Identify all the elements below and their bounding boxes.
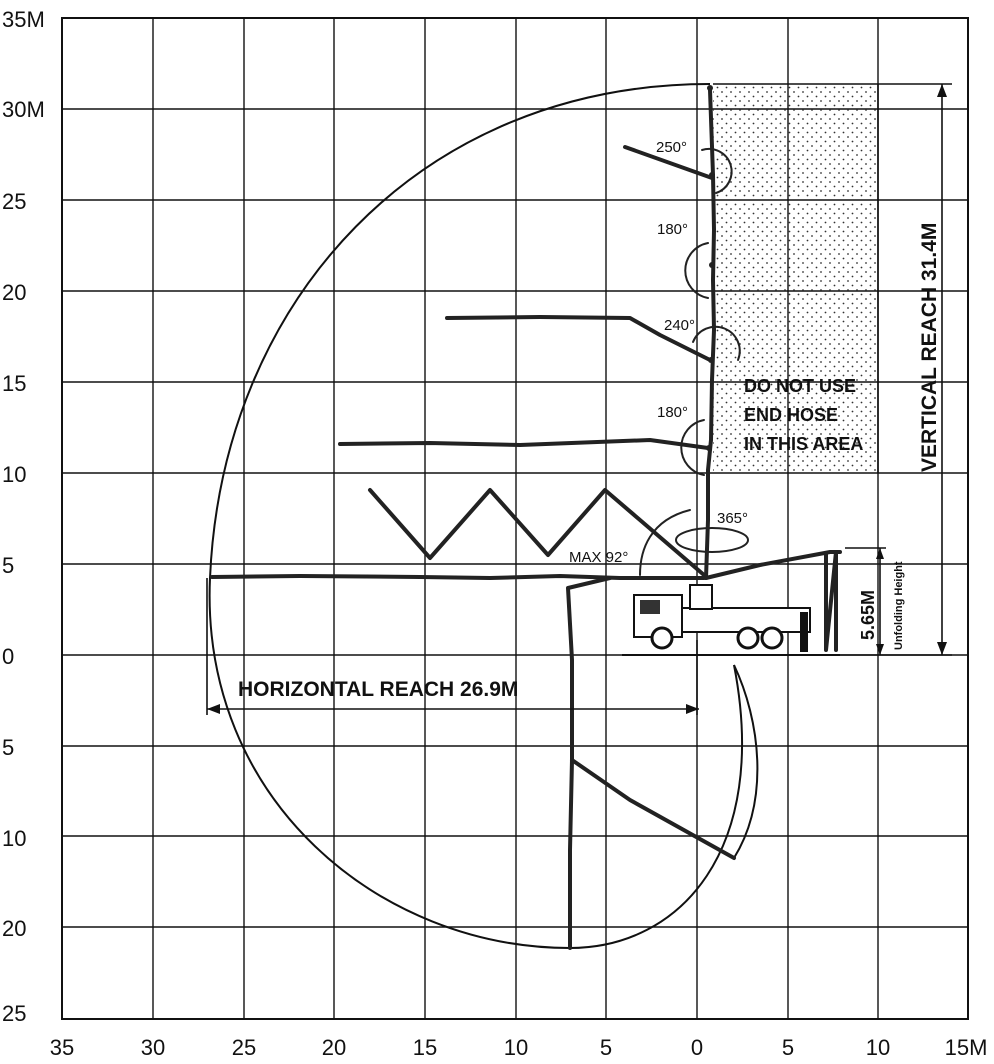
x-tick-label: 15 <box>413 1035 437 1060</box>
x-tick-label: 10 <box>866 1035 890 1060</box>
boom-position-180 <box>338 438 710 450</box>
arc-max-92 <box>639 509 691 576</box>
y-tick-label: 10 <box>2 462 26 487</box>
y-tick-label: 0 <box>2 644 14 669</box>
y-axis-labels: 35M 30M 25 20 15 10 5 0 5 10 20 25 <box>2 7 45 1026</box>
y-tick-label: 10 <box>2 826 26 851</box>
y-tick-label: 20 <box>2 916 26 941</box>
folded-boom-rear <box>824 550 838 652</box>
warning-text: DO NOT USE END HOSE IN THIS AREA <box>744 376 863 454</box>
x-tick-label: 0 <box>691 1035 703 1060</box>
unfolding-height-label: Unfolding Height <box>893 561 905 650</box>
x-tick-label: 10 <box>504 1035 528 1060</box>
truck-wheel <box>650 626 674 650</box>
boom-down-vertical <box>566 576 612 950</box>
restricted-area <box>713 84 878 473</box>
y-tick-label: 5 <box>2 553 14 578</box>
x-tick-label: 30 <box>141 1035 165 1060</box>
reach-envelope-lower <box>733 664 759 859</box>
y-tick-label: 35M <box>2 7 45 32</box>
angle-label: 240° <box>664 317 695 334</box>
x-tick-label: 20 <box>322 1035 346 1060</box>
x-tick-label: 5 <box>782 1035 794 1060</box>
boom-folded-zigzag <box>368 488 706 577</box>
unfolding-height-dimension: 5.65M Unfolding Height <box>845 547 905 655</box>
x-tick-label: 35 <box>50 1035 74 1060</box>
truck-wheel <box>736 626 760 650</box>
boom-position-240 <box>445 315 712 362</box>
outrigger <box>800 612 808 652</box>
x-tick-label: 15M <box>945 1035 988 1060</box>
y-tick-label: 15 <box>2 371 26 396</box>
grid-frame <box>61 17 969 1020</box>
angle-label: 365° <box>717 510 748 527</box>
horizontal-reach-label: HORIZONTAL REACH 26.9M <box>238 678 518 701</box>
angle-label: 250° <box>656 139 687 156</box>
vertical-boom <box>704 85 716 580</box>
y-tick-label: 5 <box>2 735 14 760</box>
y-tick-label: 20 <box>2 280 26 305</box>
boom-down-diagonal <box>570 758 736 860</box>
warning-line: DO NOT USE <box>744 376 856 396</box>
y-tick-label: 25 <box>2 189 26 214</box>
x-tick-label: 5 <box>600 1035 612 1060</box>
folded-boom-on-truck <box>704 550 842 580</box>
angle-label: MAX 92° <box>569 549 628 566</box>
vertical-reach-label: VERTICAL REACH 31.4M <box>918 223 941 472</box>
warning-line: IN THIS AREA <box>744 434 863 454</box>
unfolding-height-value: 5.65M <box>858 590 878 640</box>
truck-wheel <box>760 626 784 650</box>
truck-window <box>640 600 660 614</box>
y-tick-label: 25 <box>2 1001 26 1026</box>
angle-label: 180° <box>657 404 688 421</box>
arc-240 <box>692 325 741 361</box>
warning-line: END HOSE <box>744 405 838 425</box>
x-tick-label: 25 <box>232 1035 256 1060</box>
arc-180-top <box>684 242 709 299</box>
arc-365 <box>675 527 749 553</box>
arc-250 <box>701 147 733 194</box>
reach-envelope <box>208 83 744 950</box>
boom-position-250 <box>623 145 714 180</box>
angle-label: 180° <box>657 221 688 238</box>
boom-horizontal <box>210 574 706 580</box>
truck-turret <box>689 584 713 610</box>
x-axis-labels: 35 30 25 20 15 10 5 0 5 10 15M <box>50 1035 988 1060</box>
y-tick-label: 30M <box>2 97 45 122</box>
arc-180-mid <box>680 419 705 476</box>
truck <box>622 550 842 656</box>
vertical-reach-dimension: VERTICAL REACH 31.4M <box>840 83 952 656</box>
horizontal-reach-dimension: HORIZONTAL REACH 26.9M <box>206 578 699 715</box>
